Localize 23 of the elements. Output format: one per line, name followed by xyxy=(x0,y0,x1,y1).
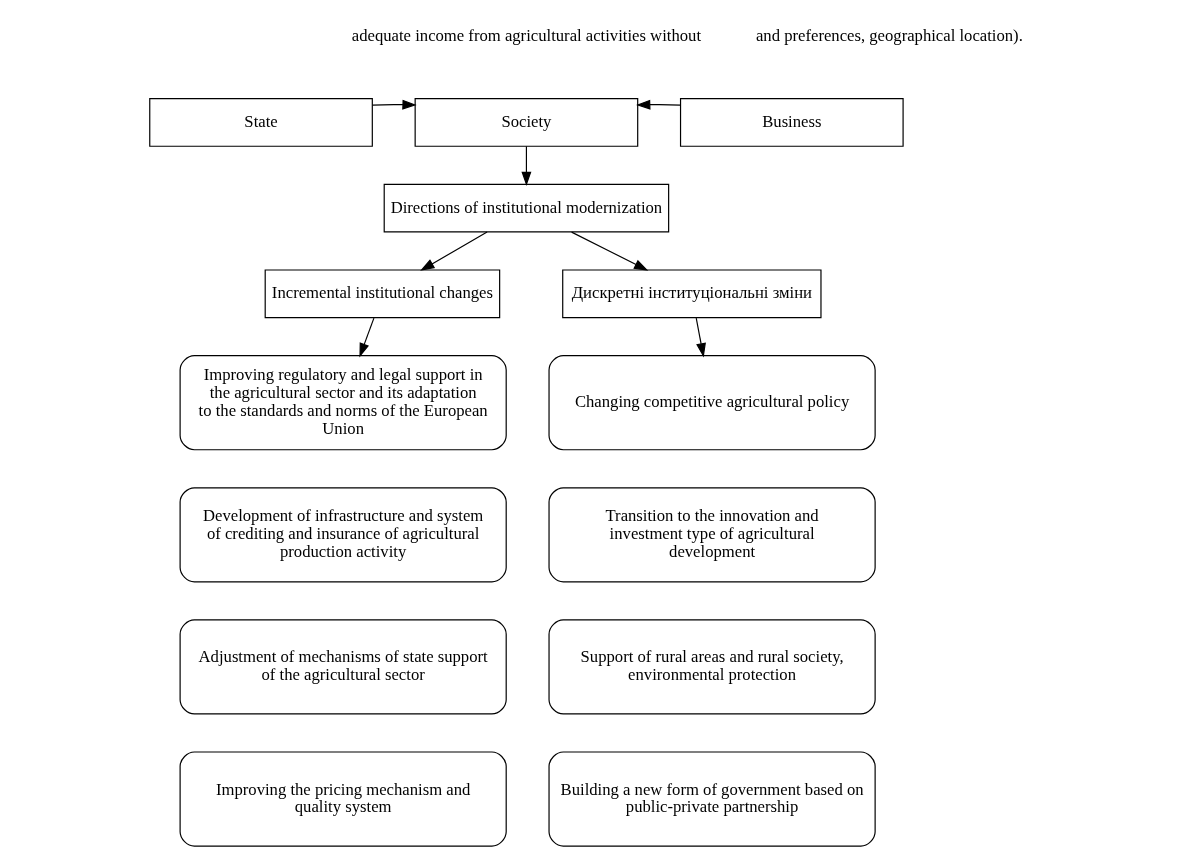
node-box: Support of rural areas and rural society, environmental protection xyxy=(548,619,876,715)
node-box: Дискретні інституціональні зміни xyxy=(562,269,822,319)
node-box: Adjustment of mechanisms of state support of the agricultural sector xyxy=(179,619,507,715)
arrow xyxy=(636,99,681,110)
arrow xyxy=(359,317,375,358)
node-box: Incremental institutional changes xyxy=(264,269,501,319)
node-box: Directions of institutional modernization xyxy=(383,183,670,233)
node-box: Transition to the innovation and investment type of agricultural development xyxy=(548,487,876,583)
node-box: Improving regulatory and legal support in the agricultural sector and its adaptation to the standards and norms of the European Union xyxy=(179,355,507,451)
node-box: Improving the pricing mechanism and quality system xyxy=(179,751,507,847)
node-box: Changing competitive agricultural policy xyxy=(548,355,876,451)
label: and preferences, geographical location). xyxy=(755,26,1023,46)
arrow xyxy=(371,99,417,110)
arrow xyxy=(695,317,706,358)
node-box: Building a new form of government based on public-private partnership xyxy=(548,751,876,847)
node-box: State xyxy=(149,98,373,147)
node-box: Development of infrastructure and system of crediting and insurance of agricultural production activity xyxy=(179,487,507,583)
arrow xyxy=(571,231,649,271)
arrow xyxy=(521,145,532,187)
node-box: Society xyxy=(414,98,639,147)
node-box: Business xyxy=(679,98,904,147)
label: adequate income from agricultural activities without xyxy=(351,26,702,46)
arrow xyxy=(420,231,488,271)
